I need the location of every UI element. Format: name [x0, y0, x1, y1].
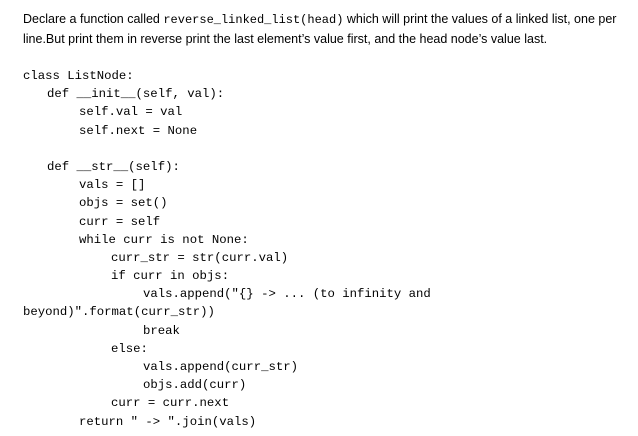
code-line: class ListNode: [23, 69, 134, 83]
code-line: self.val = val [79, 105, 183, 120]
code-line: curr = curr.next [111, 396, 230, 411]
code-line: objs = set() [79, 196, 168, 211]
function-signature: reverse_linked_list(head) [163, 13, 344, 27]
code-line: while curr is not None: [79, 232, 249, 247]
question-text: Declare a function called reverse_linked… [23, 10, 623, 49]
code-line: if curr in objs: [111, 269, 230, 284]
code-line: curr_str = str(curr.val) [111, 250, 289, 265]
code-block: class ListNode: def __init__(self, val):… [23, 67, 623, 431]
question-part-2: which will print the values of a linked … [23, 12, 617, 46]
code-line: def __str__(self): [47, 159, 180, 174]
code-line: else: [111, 341, 148, 356]
document: Declare a function called reverse_linked… [23, 10, 623, 431]
code-line: break [143, 323, 180, 338]
code-line: objs.add(curr) [143, 378, 247, 393]
code-line: beyond)".format(curr_str)) [23, 305, 215, 320]
code-line: return " -> ".join(vals) [79, 414, 257, 429]
code-line: vals.append(curr_str) [143, 360, 298, 374]
code-line: vals = [] [79, 178, 146, 193]
code-line: vals.append("{} -> ... (to infinity and [143, 287, 431, 302]
code-line: def __init__(self, val): [47, 87, 225, 102]
question-part-1: Declare a function called [23, 12, 164, 26]
code-blank-line [23, 140, 623, 158]
code-line: curr = self [79, 214, 161, 229]
code-line: self.next = None [79, 123, 198, 138]
